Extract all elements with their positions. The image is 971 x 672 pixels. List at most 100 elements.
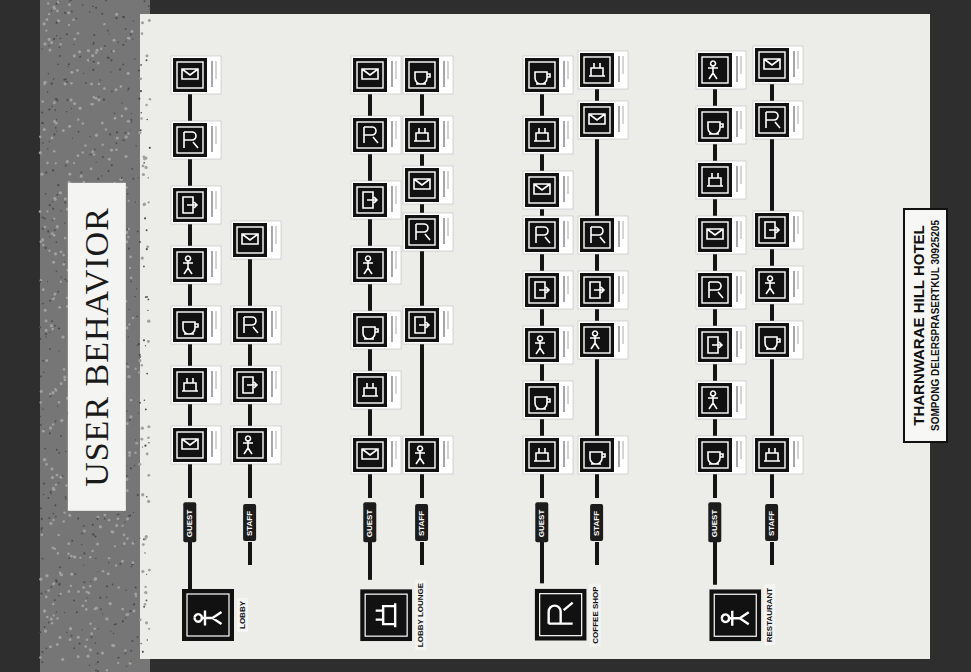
granite-speck bbox=[39, 656, 42, 659]
granite-speck bbox=[145, 54, 148, 57]
granite-speck bbox=[97, 62, 100, 65]
granite-speck bbox=[45, 29, 47, 31]
granite-speck bbox=[54, 293, 56, 295]
activity-icon bbox=[578, 321, 628, 359]
granite-speck bbox=[126, 410, 127, 411]
tiny-caption-mark bbox=[448, 61, 449, 79]
granite-speck bbox=[106, 596, 108, 598]
granite-speck bbox=[51, 547, 53, 549]
granite-speck bbox=[53, 217, 55, 219]
granite-speck bbox=[110, 71, 111, 72]
granite-speck bbox=[45, 596, 48, 599]
activity-icon bbox=[696, 161, 746, 199]
granite-speck bbox=[90, 581, 91, 582]
granite-speck bbox=[138, 98, 140, 100]
granite-speck bbox=[123, 542, 126, 545]
granite-speck bbox=[43, 42, 46, 45]
granite-speck bbox=[50, 491, 52, 493]
granite-speck bbox=[64, 278, 66, 280]
tag-text: STAFF bbox=[418, 510, 427, 535]
granite-speck bbox=[65, 165, 67, 167]
user-tag: STAFF bbox=[766, 503, 779, 540]
granite-speck bbox=[40, 390, 43, 393]
granite-speck bbox=[57, 552, 59, 554]
icon-square bbox=[755, 213, 789, 247]
granite-speck bbox=[73, 647, 75, 649]
granite-speck bbox=[97, 670, 99, 672]
user-tag: STAFF bbox=[591, 503, 604, 540]
granite-speck bbox=[127, 37, 130, 40]
granite-speck bbox=[48, 45, 50, 47]
icon-card bbox=[696, 381, 746, 419]
icon-square bbox=[353, 118, 387, 152]
granite-speck bbox=[45, 463, 48, 466]
granite-speck bbox=[92, 5, 94, 7]
granite-speck bbox=[82, 629, 83, 630]
granite-speck bbox=[42, 122, 44, 124]
pictogram bbox=[182, 378, 198, 391]
granite-speck bbox=[97, 98, 100, 101]
granite-speck bbox=[103, 98, 105, 100]
icon-frame bbox=[409, 122, 435, 148]
tiny-caption-mark bbox=[741, 441, 742, 459]
area-symbol: COFFEE SHOP bbox=[535, 583, 601, 646]
granite-speck bbox=[94, 577, 97, 580]
granite-speck bbox=[55, 109, 56, 110]
granite-speck bbox=[146, 453, 149, 456]
granite-speck bbox=[148, 19, 151, 22]
granite-speck bbox=[39, 210, 42, 213]
granite-speck bbox=[130, 119, 132, 121]
granite-speck bbox=[142, 173, 145, 176]
granite-speck bbox=[140, 64, 142, 66]
area-pictogram bbox=[549, 603, 573, 624]
granite-speck bbox=[146, 119, 147, 120]
granite-speck bbox=[136, 288, 137, 289]
granite-speck bbox=[144, 400, 146, 402]
icon-card bbox=[523, 56, 573, 94]
granite-speck bbox=[113, 39, 116, 42]
granite-speck bbox=[121, 178, 122, 179]
icon-card bbox=[403, 56, 453, 94]
icon-card bbox=[753, 101, 803, 139]
granite-speck bbox=[129, 255, 132, 258]
granite-speck bbox=[130, 661, 131, 662]
icon-frame bbox=[702, 167, 728, 193]
granite-speck bbox=[54, 252, 57, 255]
granite-speck bbox=[94, 97, 97, 100]
pictogram bbox=[364, 127, 378, 143]
tiny-caption-mark bbox=[216, 371, 217, 389]
icon-frame bbox=[702, 222, 728, 248]
granite-speck bbox=[125, 617, 126, 618]
granite-speck bbox=[79, 642, 81, 644]
granite-speck bbox=[100, 79, 102, 81]
icon-card bbox=[753, 46, 803, 84]
granite-speck bbox=[68, 3, 71, 6]
granite-speck bbox=[56, 98, 58, 100]
granite-speck bbox=[60, 281, 62, 283]
granite-speck bbox=[121, 102, 122, 103]
granite-speck bbox=[51, 320, 53, 322]
icon-card bbox=[696, 436, 746, 474]
tiny-caption-mark bbox=[618, 106, 620, 132]
granite-speck bbox=[128, 309, 129, 310]
pictogram bbox=[765, 276, 775, 294]
granite-speck bbox=[55, 241, 57, 243]
granite-speck bbox=[64, 78, 66, 80]
granite-speck bbox=[140, 438, 143, 441]
granite-speck bbox=[111, 91, 113, 93]
granite-speck bbox=[52, 169, 54, 171]
granite-speck bbox=[135, 439, 136, 440]
granite-speck bbox=[60, 251, 63, 254]
granite-speck bbox=[108, 158, 111, 161]
granite-speck bbox=[122, 63, 124, 65]
granite-speck bbox=[80, 174, 83, 177]
granite-speck bbox=[65, 496, 67, 498]
icon-square bbox=[405, 168, 439, 202]
tiny-caption-mark bbox=[736, 441, 738, 467]
tag-text: GUEST bbox=[186, 509, 195, 537]
tiny-caption-mark bbox=[568, 276, 569, 294]
granite-speck bbox=[146, 248, 148, 250]
granite-speck bbox=[39, 281, 41, 283]
granite-speck bbox=[111, 644, 114, 647]
granite-speck bbox=[108, 562, 109, 563]
